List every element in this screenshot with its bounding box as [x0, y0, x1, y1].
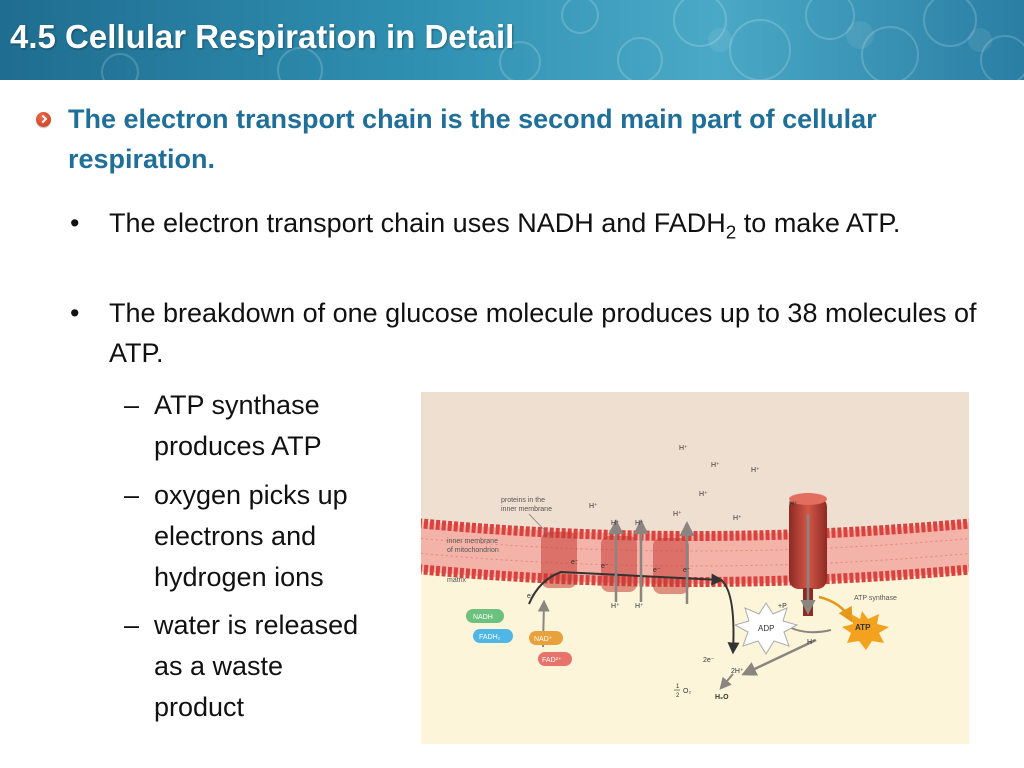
label-h-plus: H⁺: [789, 501, 798, 508]
label-half-numerator: 1: [676, 684, 680, 690]
membrane-protein: [541, 532, 577, 588]
label-h-plus: H⁺: [635, 520, 644, 527]
dash-icon: –: [124, 480, 140, 510]
bullet-1-text-end: to make ATP.: [736, 208, 901, 238]
atp-synthase-top: [789, 493, 827, 505]
label-membrane: of mitochondrion: [447, 547, 499, 554]
adp-burst: [733, 602, 799, 655]
label-electron: e⁻: [653, 567, 661, 574]
electron-transport-chain-diagram: proteins in the inner membrane inner mem…: [421, 392, 969, 744]
label-membrane: inner membrane: [447, 538, 498, 545]
bullet-1-subscript: 2: [725, 222, 737, 244]
label-atp: ATP: [855, 623, 871, 632]
nad-pill: [529, 631, 563, 645]
fad-pill: [538, 652, 572, 666]
label-fadh2: FADH₂: [479, 634, 501, 641]
oxygen-to-water-arrow: [719, 673, 734, 690]
membrane-tails: [421, 552, 969, 567]
title-banner: 4.5 Cellular Respiration in Detail: [0, 0, 1024, 80]
label-nadh: NADH: [473, 614, 493, 621]
atp-burst: [842, 611, 889, 650]
label-h-plus: H⁺: [751, 467, 760, 474]
label-electron: e⁻: [571, 559, 579, 566]
electron-path-arrow: [528, 570, 724, 605]
membrane-protein: [653, 538, 689, 594]
label-proteins: proteins in the: [501, 497, 545, 504]
label-proteins: inner membrane: [501, 506, 552, 513]
slide-title: 4.5 Cellular Respiration in Detail: [10, 18, 515, 55]
bullet-1-text: The electron transport chain uses NADH a…: [109, 208, 726, 238]
label-h-plus: H⁺: [589, 503, 598, 510]
atp-production-arrow: [818, 595, 853, 623]
label-fad: FAD²⁺: [542, 657, 562, 664]
label-water: H₂O: [715, 694, 729, 701]
label-nad: NAD⁺: [534, 636, 553, 643]
label-h-plus: H⁺: [673, 511, 682, 518]
bullet-arrow-icon: [36, 112, 51, 127]
sub-bullet-2: oxygen picks up electrons and hydrogen i…: [154, 480, 348, 592]
sub-bullet-3: water is released as a waste product: [154, 610, 359, 722]
slide-heading: The electron transport chain is the seco…: [68, 104, 877, 174]
bullet-dot-icon: •: [70, 298, 80, 328]
label-h-plus: H⁺: [611, 520, 620, 527]
membrane-protein: [601, 536, 637, 592]
label-h-plus: H⁺: [807, 639, 816, 646]
label-two-electrons: 2e⁻: [703, 657, 715, 664]
label-atp-synthase: ATP synthase: [854, 595, 897, 602]
bullet-item-1: The electron transport chain uses NADH a…: [109, 203, 989, 243]
label-h-plus: H⁺: [611, 603, 620, 610]
label-half-denominator: 2: [676, 693, 680, 699]
label-plus-p: +P: [778, 603, 787, 610]
membrane-outer-heads: [421, 518, 969, 541]
membrane-tails: [421, 537, 969, 552]
fadh2-pill: [473, 629, 513, 643]
label-h-plus: H⁺: [679, 445, 688, 452]
electron-to-oxygen-arrow: [720, 579, 740, 655]
label-electron: e⁻: [601, 563, 609, 570]
label-h-plus: H⁺: [635, 603, 644, 610]
label-two-hydrogen: 2H⁺: [731, 668, 744, 675]
membrane-inner-heads: [421, 564, 969, 587]
dash-icon: –: [124, 610, 140, 640]
bullet-item-2: The breakdown of one glucose molecule pr…: [109, 298, 977, 368]
label-oxygen: O₂: [683, 688, 691, 695]
nadh-pill: [466, 609, 504, 623]
proteins-pointer: [528, 513, 552, 538]
label-electron: e⁻: [527, 593, 535, 600]
cell-texture-background: [101, 0, 1024, 80]
label-h-plus: H⁺: [699, 491, 708, 498]
sub-bullet-1: ATP synthase produces ATP: [154, 390, 322, 461]
dash-icon: –: [124, 390, 140, 420]
label-matrix: matrix: [447, 577, 467, 584]
label-adp: ADP: [758, 624, 774, 633]
label-electron: e⁻: [683, 567, 691, 574]
hydrogen-to-oxygen-arrow: [741, 638, 817, 676]
label-h-plus: H⁺: [711, 462, 720, 469]
label-h-plus: H⁺: [733, 515, 742, 522]
bullet-dot-icon: •: [70, 208, 80, 238]
